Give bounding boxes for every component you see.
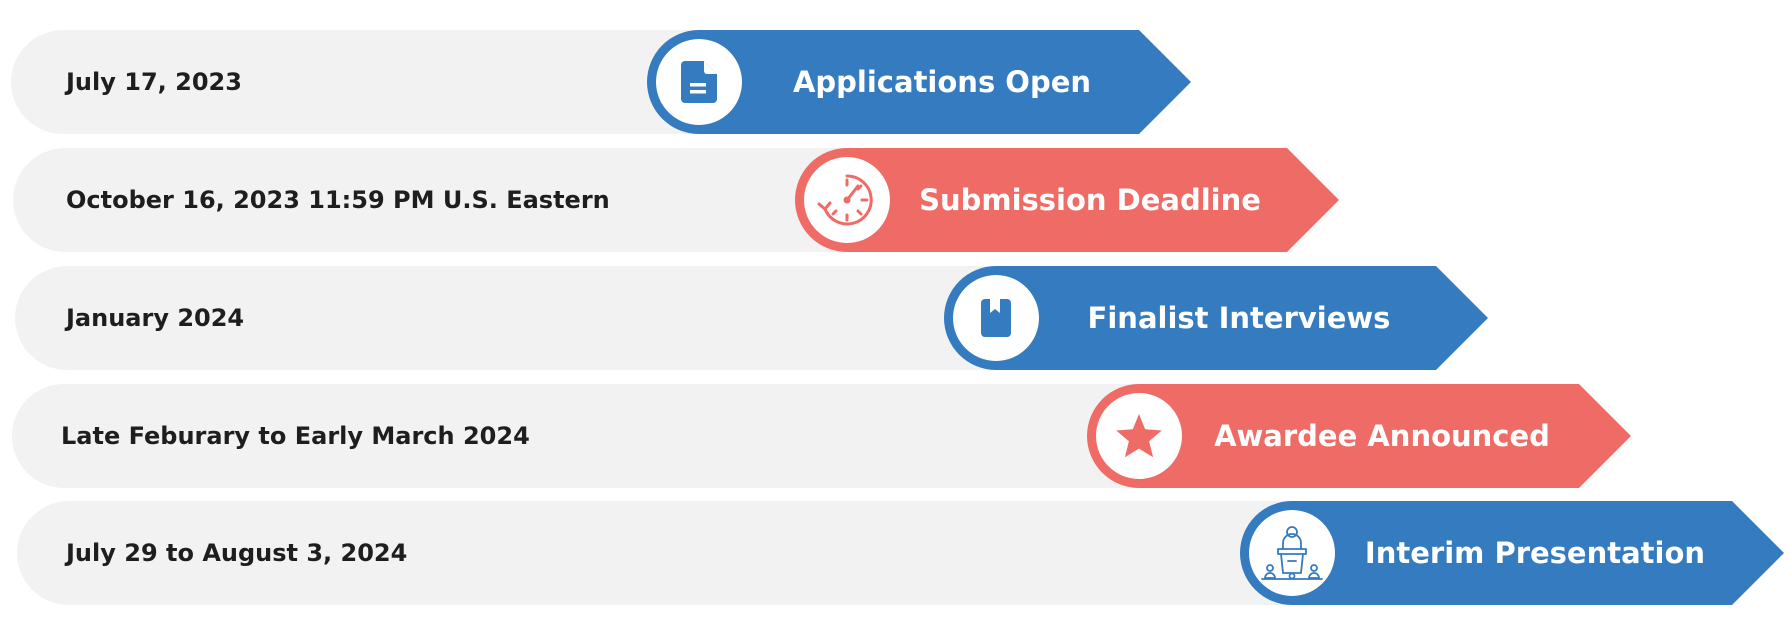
milestone-track [12, 384, 1162, 488]
milestone-banner: Interim Presentation [1240, 501, 1784, 605]
bookmark-book-icon [953, 275, 1039, 361]
milestone-row: July 17, 2023 Applications Open [0, 30, 1792, 134]
milestone-label: Interim Presentation [1364, 536, 1706, 570]
banner-shape [795, 148, 1339, 252]
milestone-row: October 16, 2023 11:59 PM U.S. Eastern [0, 148, 1792, 252]
milestone-label: Applications Open [792, 65, 1092, 99]
stopwatch-icon [804, 157, 890, 243]
milestone-date: October 16, 2023 11:59 PM U.S. Eastern [66, 186, 610, 214]
milestone-label: Submission Deadline [919, 183, 1261, 217]
document-icon [656, 39, 742, 125]
presentation-podium-icon [1249, 510, 1335, 596]
banner-shape [1240, 501, 1784, 605]
milestone-banner: Finalist Interviews [944, 266, 1488, 370]
milestone-banner: Applications Open [647, 30, 1191, 134]
milestone-date: January 2024 [66, 304, 245, 332]
banner-shape [647, 30, 1191, 134]
star-icon [1096, 393, 1182, 479]
milestone-date: July 17, 2023 [66, 68, 242, 96]
milestone-track [11, 30, 711, 134]
milestone-date: Late Feburary to Early March 2024 [61, 422, 530, 450]
milestone-label: Finalist Interviews [1087, 301, 1391, 335]
milestone-row: January 2024 Finalist Interviews [0, 266, 1792, 370]
milestone-date: July 29 to August 3, 2024 [66, 539, 408, 567]
milestone-track [15, 266, 1015, 370]
milestone-row: July 29 to August 3, 2024 [0, 501, 1792, 605]
banner-shape [944, 266, 1488, 370]
milestone-row: Late Feburary to Early March 2024 Awarde… [0, 384, 1792, 488]
milestone-banner: Awardee Announced [1087, 384, 1631, 488]
milestone-label: Awardee Announced [1214, 419, 1550, 453]
banner-shape [1087, 384, 1631, 488]
milestone-track [13, 148, 863, 252]
milestone-banner: Submission Deadline [795, 148, 1339, 252]
milestone-track [17, 501, 1317, 605]
